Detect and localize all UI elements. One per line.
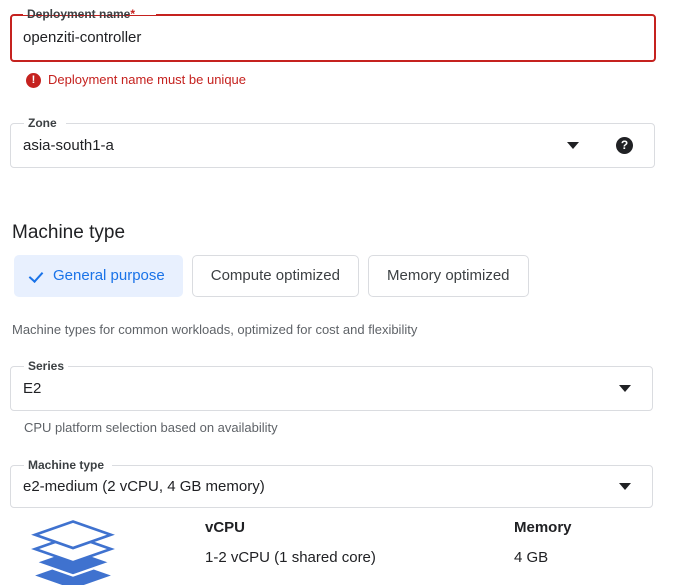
field-label-notch: [24, 365, 68, 367]
vcpu-header: vCPU: [205, 519, 246, 536]
field-label-notch: [24, 464, 112, 466]
zone-value[interactable]: asia-south1-a: [23, 137, 114, 154]
chevron-down-icon[interactable]: [619, 483, 631, 490]
required-asterisk: *: [130, 7, 136, 21]
chevron-down-icon[interactable]: [619, 385, 631, 392]
toggle-general-purpose-label: General purpose: [53, 267, 165, 284]
deployment-name-label-text: Deployment name: [27, 7, 131, 21]
check-icon: [29, 269, 44, 284]
machine-family-helper-text: Machine types for common workloads, opti…: [12, 322, 418, 337]
field-label-notch: [23, 12, 156, 15]
deployment-name-field[interactable]: Deployment name* openziti-controller: [10, 7, 656, 62]
toggle-general-purpose[interactable]: General purpose: [14, 255, 183, 297]
error-exclamation-icon: !: [26, 72, 41, 88]
machine-type-value[interactable]: e2-medium (2 vCPU, 4 GB memory): [23, 478, 265, 495]
toggle-memory-optimized[interactable]: Memory optimized: [367, 255, 529, 297]
zone-label: Zone: [28, 116, 57, 130]
deployment-name-error: ! Deployment name must be unique: [26, 72, 246, 88]
deployment-name-value[interactable]: openziti-controller: [23, 29, 142, 46]
vcpu-value: 1-2 vCPU (1 shared core): [205, 549, 376, 566]
series-field[interactable]: Series E2: [10, 359, 653, 411]
memory-header: Memory: [514, 519, 572, 536]
memory-value: 4 GB: [514, 549, 549, 566]
machine-type-field[interactable]: Machine type e2-medium (2 vCPU, 4 GB mem…: [10, 458, 653, 508]
series-label: Series: [28, 359, 65, 373]
series-helper-text: CPU platform selection based on availabi…: [24, 420, 278, 435]
help-question-icon[interactable]: ?: [616, 137, 633, 154]
zone-field[interactable]: Zone asia-south1-a ?: [10, 116, 655, 168]
chevron-down-icon[interactable]: [567, 142, 579, 149]
series-value[interactable]: E2: [23, 380, 42, 397]
field-label-notch: [24, 122, 66, 124]
field-outline: [10, 366, 653, 411]
machine-type-section-title: Machine type: [12, 222, 126, 243]
machine-family-toggle-group: General purpose Compute optimized Memory…: [14, 255, 529, 297]
toggle-compute-optimized[interactable]: Compute optimized: [191, 255, 359, 297]
deployment-name-error-text: Deployment name must be unique: [48, 72, 247, 87]
stacked-layers-icon: [31, 520, 115, 585]
deployment-name-label: Deployment name*: [27, 6, 135, 22]
machine-type-label: Machine type: [28, 458, 105, 472]
